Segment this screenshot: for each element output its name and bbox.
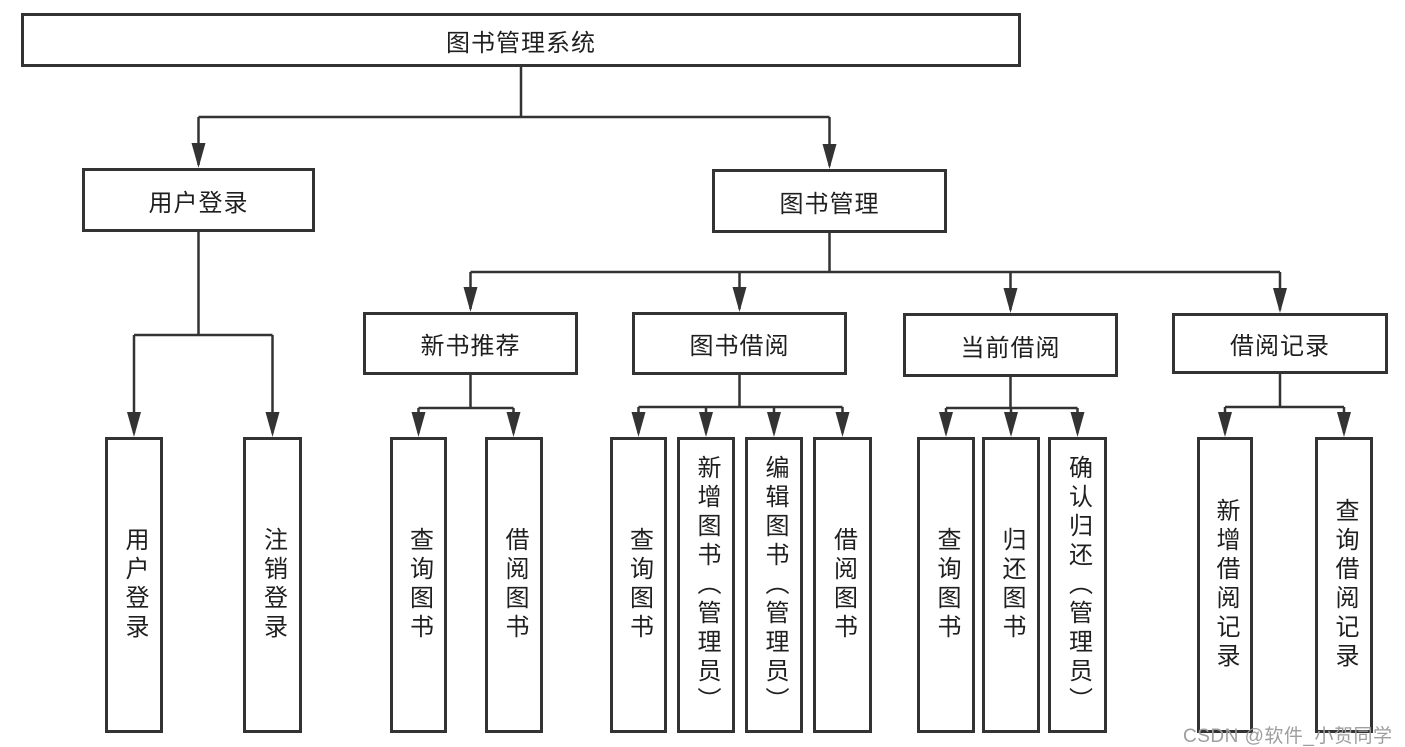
arrowhead <box>265 412 280 437</box>
node-book-borrowing: 图书借阅 <box>632 312 847 375</box>
connector-book-management-children <box>469 233 1282 310</box>
node-label: 新增借阅记录 <box>1212 498 1239 672</box>
node-leaf-return-books: 归还图书 <box>982 437 1040 733</box>
node-label: 图书管理系统 <box>446 29 596 57</box>
node-borrowing-records: 借阅记录 <box>1172 313 1388 374</box>
node-leaf-query-books-borrowing: 查询图书 <box>610 437 667 733</box>
node-library-management-system: 图书管理系统 <box>21 13 1021 67</box>
node-label: 用户登录 <box>121 527 148 643</box>
node-book-management: 图书管理 <box>712 169 947 233</box>
arrowhead <box>1273 288 1287 313</box>
node-label: 用户登录 <box>148 189 249 217</box>
arrowhead <box>1070 412 1085 437</box>
arrowhead <box>1337 412 1351 437</box>
arrowhead <box>191 143 206 168</box>
node-leaf-borrow-books-recommend: 借阅图书 <box>485 437 543 733</box>
connector-user-login-children <box>132 232 274 433</box>
node-label: 查询图书 <box>405 527 433 643</box>
arrowhead <box>463 287 478 312</box>
arrowhead <box>732 287 747 312</box>
node-label: 借阅图书 <box>829 527 857 643</box>
arrowhead <box>1003 288 1018 313</box>
node-leaf-query-borrow-record: 查询借阅记录 <box>1315 437 1373 733</box>
node-label: 借阅记录 <box>1230 333 1330 360</box>
node-label: 归还图书 <box>998 527 1025 643</box>
arrowhead <box>631 412 646 437</box>
node-leaf-query-books-current: 查询图书 <box>917 437 975 733</box>
connector-book-borrowing-children <box>637 375 844 433</box>
arrowhead <box>1218 412 1232 437</box>
node-label: 图书借阅 <box>689 333 790 360</box>
node-label: 查询图书 <box>933 527 960 643</box>
node-label: 借阅图书 <box>501 527 528 643</box>
node-leaf-confirm-return-admin: 确认归还（管理员） <box>1048 437 1107 733</box>
node-leaf-query-books-recommend: 查询图书 <box>390 437 447 733</box>
arrowhead <box>939 412 953 437</box>
node-leaf-add-borrow-record: 新增借阅记录 <box>1197 437 1253 733</box>
node-label: 编辑图书（管理员） <box>761 454 788 716</box>
arrowhead <box>835 412 850 437</box>
node-leaf-add-books-admin: 新增图书（管理员） <box>677 437 735 733</box>
node-label: 确认归还（管理员） <box>1064 454 1092 716</box>
node-label: 注销登录 <box>259 527 287 643</box>
arrowhead <box>767 412 781 437</box>
arrowhead <box>411 412 426 437</box>
connector-borrowing-records-children <box>1223 374 1346 433</box>
node-label: 图书管理 <box>779 190 880 218</box>
connector-current-borrowing-children <box>944 377 1079 433</box>
node-current-borrowing: 当前借阅 <box>903 313 1118 377</box>
node-label: 当前借阅 <box>960 334 1061 362</box>
arrowhead <box>127 412 141 437</box>
node-leaf-logout: 注销登录 <box>243 437 302 733</box>
node-label: 新书推荐 <box>420 333 521 360</box>
arrowhead <box>506 412 521 437</box>
node-leaf-edit-books-admin: 编辑图书（管理员） <box>745 437 803 733</box>
node-label: 新增图书（管理员） <box>693 454 720 716</box>
csdn-watermark: CSDN @软件_小贺同学 <box>1183 726 1393 747</box>
arrowhead <box>699 412 713 437</box>
connector-new-book-recommend-children <box>417 375 515 433</box>
node-label: 查询图书 <box>625 527 653 643</box>
node-leaf-borrow-books: 借阅图书 <box>813 437 872 733</box>
node-user-login: 用户登录 <box>82 168 315 232</box>
node-label: 查询借阅记录 <box>1331 498 1358 672</box>
node-new-book-recommend: 新书推荐 <box>363 312 578 375</box>
node-leaf-user-login: 用户登录 <box>105 437 163 733</box>
arrowhead <box>822 144 837 169</box>
connector-root-to-level2 <box>197 67 831 166</box>
arrowhead <box>1004 412 1018 437</box>
